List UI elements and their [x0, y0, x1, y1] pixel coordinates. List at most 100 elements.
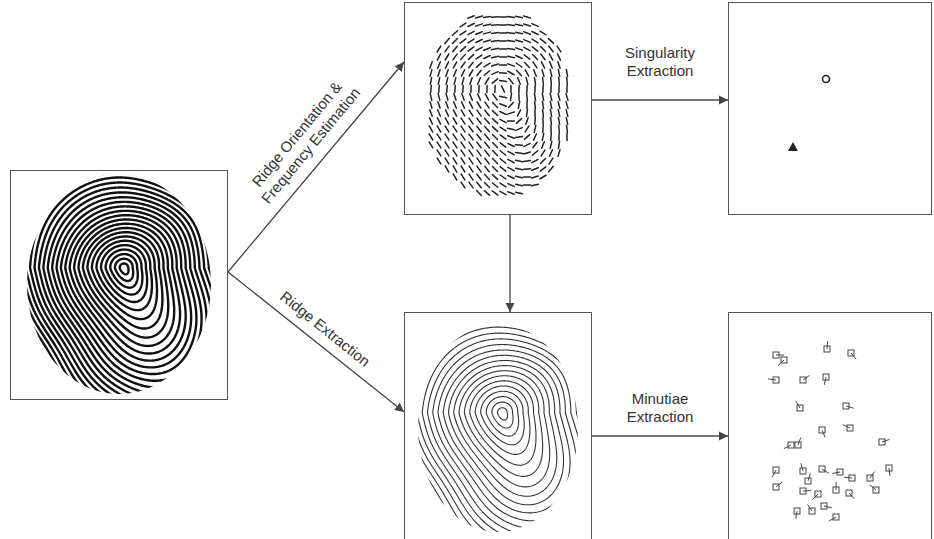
orientation-segment	[445, 158, 449, 164]
orientation-segment	[469, 158, 473, 164]
orientation-segment	[492, 40, 499, 41]
orientation-segment	[558, 94, 560, 101]
orientation-segment	[454, 102, 457, 108]
orientation-segment	[516, 63, 522, 67]
orientation-segment	[500, 72, 507, 74]
ridge-line	[22, 169, 216, 399]
minutia-direction	[803, 375, 810, 380]
orientation-segment	[516, 16, 523, 17]
orientation-segment	[508, 71, 514, 74]
orientation-segment	[516, 48, 523, 50]
minutia-marker	[795, 437, 801, 448]
orientation-segment	[469, 142, 473, 148]
orientation-segment	[516, 176, 523, 178]
minutia-marker	[772, 467, 779, 477]
orientation-segment	[469, 134, 473, 140]
orientation-segment	[484, 40, 491, 42]
orientation-segment	[453, 46, 458, 51]
orientation-segment	[468, 31, 474, 34]
ridge-line	[22, 169, 216, 399]
orientation-segment	[542, 134, 543, 141]
orientation-segment	[476, 16, 483, 18]
orientation-segment	[516, 40, 523, 42]
ridge-line	[413, 319, 583, 537]
orientation-segment	[517, 70, 522, 75]
orientation-segment	[438, 86, 440, 93]
orientation-segment	[477, 102, 481, 108]
orientation-segment	[558, 70, 559, 77]
orientation-segment	[462, 78, 464, 85]
ridge-line	[22, 169, 216, 399]
ridge-line	[413, 319, 583, 537]
orientation-segment	[494, 86, 496, 93]
orientation-segment	[566, 94, 568, 101]
orientation-segment	[477, 142, 481, 148]
orientation-segment	[508, 120, 515, 122]
orientation-segment	[492, 175, 497, 180]
orientation-segment	[532, 39, 538, 43]
orientation-segment	[508, 24, 515, 26]
orientation-segment	[485, 142, 489, 147]
orientation-segment	[468, 47, 474, 51]
minutia-marker	[819, 427, 825, 437]
orientation-segment	[558, 78, 560, 85]
orientation-segment	[500, 151, 505, 155]
minutia-direction	[772, 470, 776, 477]
minutia-direction	[776, 355, 784, 356]
orientation-segment	[533, 142, 537, 148]
ridge-line	[22, 169, 216, 399]
orientation-segment	[485, 166, 489, 171]
orientation-segment	[492, 24, 499, 26]
ridge-line	[413, 319, 583, 537]
orientation-segment	[492, 16, 499, 18]
orientation-segment	[500, 80, 507, 81]
orientation-segment	[524, 55, 530, 59]
orientation-segment	[557, 46, 561, 52]
minutia-marker	[846, 490, 854, 499]
minutia-direction	[870, 485, 876, 490]
orientation-segment	[484, 71, 489, 76]
orientation-segment	[453, 174, 457, 180]
minutia-marker	[829, 514, 839, 521]
orientation-segment	[548, 39, 553, 44]
orientation-segment	[469, 110, 473, 116]
ridge-skeleton	[413, 319, 583, 537]
orientation-segment	[454, 86, 456, 93]
orientation-segment	[437, 134, 441, 140]
orientation-segment	[460, 39, 465, 43]
orientation-segment	[500, 167, 506, 171]
core-point	[823, 76, 830, 83]
orientation-segment	[493, 142, 498, 147]
orientation-segment	[485, 94, 488, 100]
orientation-segment	[508, 192, 514, 195]
orientation-segment	[508, 64, 515, 66]
orientation-segment	[445, 38, 450, 43]
orientation-segment	[430, 62, 432, 69]
orientation-segment	[453, 126, 457, 132]
ridge-line	[22, 169, 216, 399]
orientation-segment	[526, 78, 528, 85]
orientation-segment	[524, 160, 531, 162]
orientation-segment	[453, 158, 457, 164]
orientation-segment	[524, 40, 530, 43]
ridge-line	[413, 319, 583, 537]
orientation-segment	[526, 102, 528, 109]
minutia-direction	[768, 379, 776, 380]
orientation-segment	[492, 191, 498, 195]
orientation-segment	[509, 78, 513, 83]
orientation-segment	[477, 158, 481, 164]
orientation-segment	[500, 119, 506, 122]
minutia-direction	[843, 425, 850, 428]
orientation-segment	[508, 40, 515, 42]
ridge-line	[22, 169, 216, 399]
orientation-segment	[500, 135, 506, 139]
orientation-segment	[470, 78, 472, 85]
orientation-segment	[524, 32, 531, 34]
ridge-line	[22, 169, 216, 399]
minutia-marker	[800, 463, 806, 474]
orientation-segment	[542, 70, 544, 77]
orientation-segment	[484, 16, 491, 17]
orientation-segment	[541, 62, 544, 68]
orientation-segment	[430, 78, 431, 85]
orientation-segment	[445, 46, 449, 52]
